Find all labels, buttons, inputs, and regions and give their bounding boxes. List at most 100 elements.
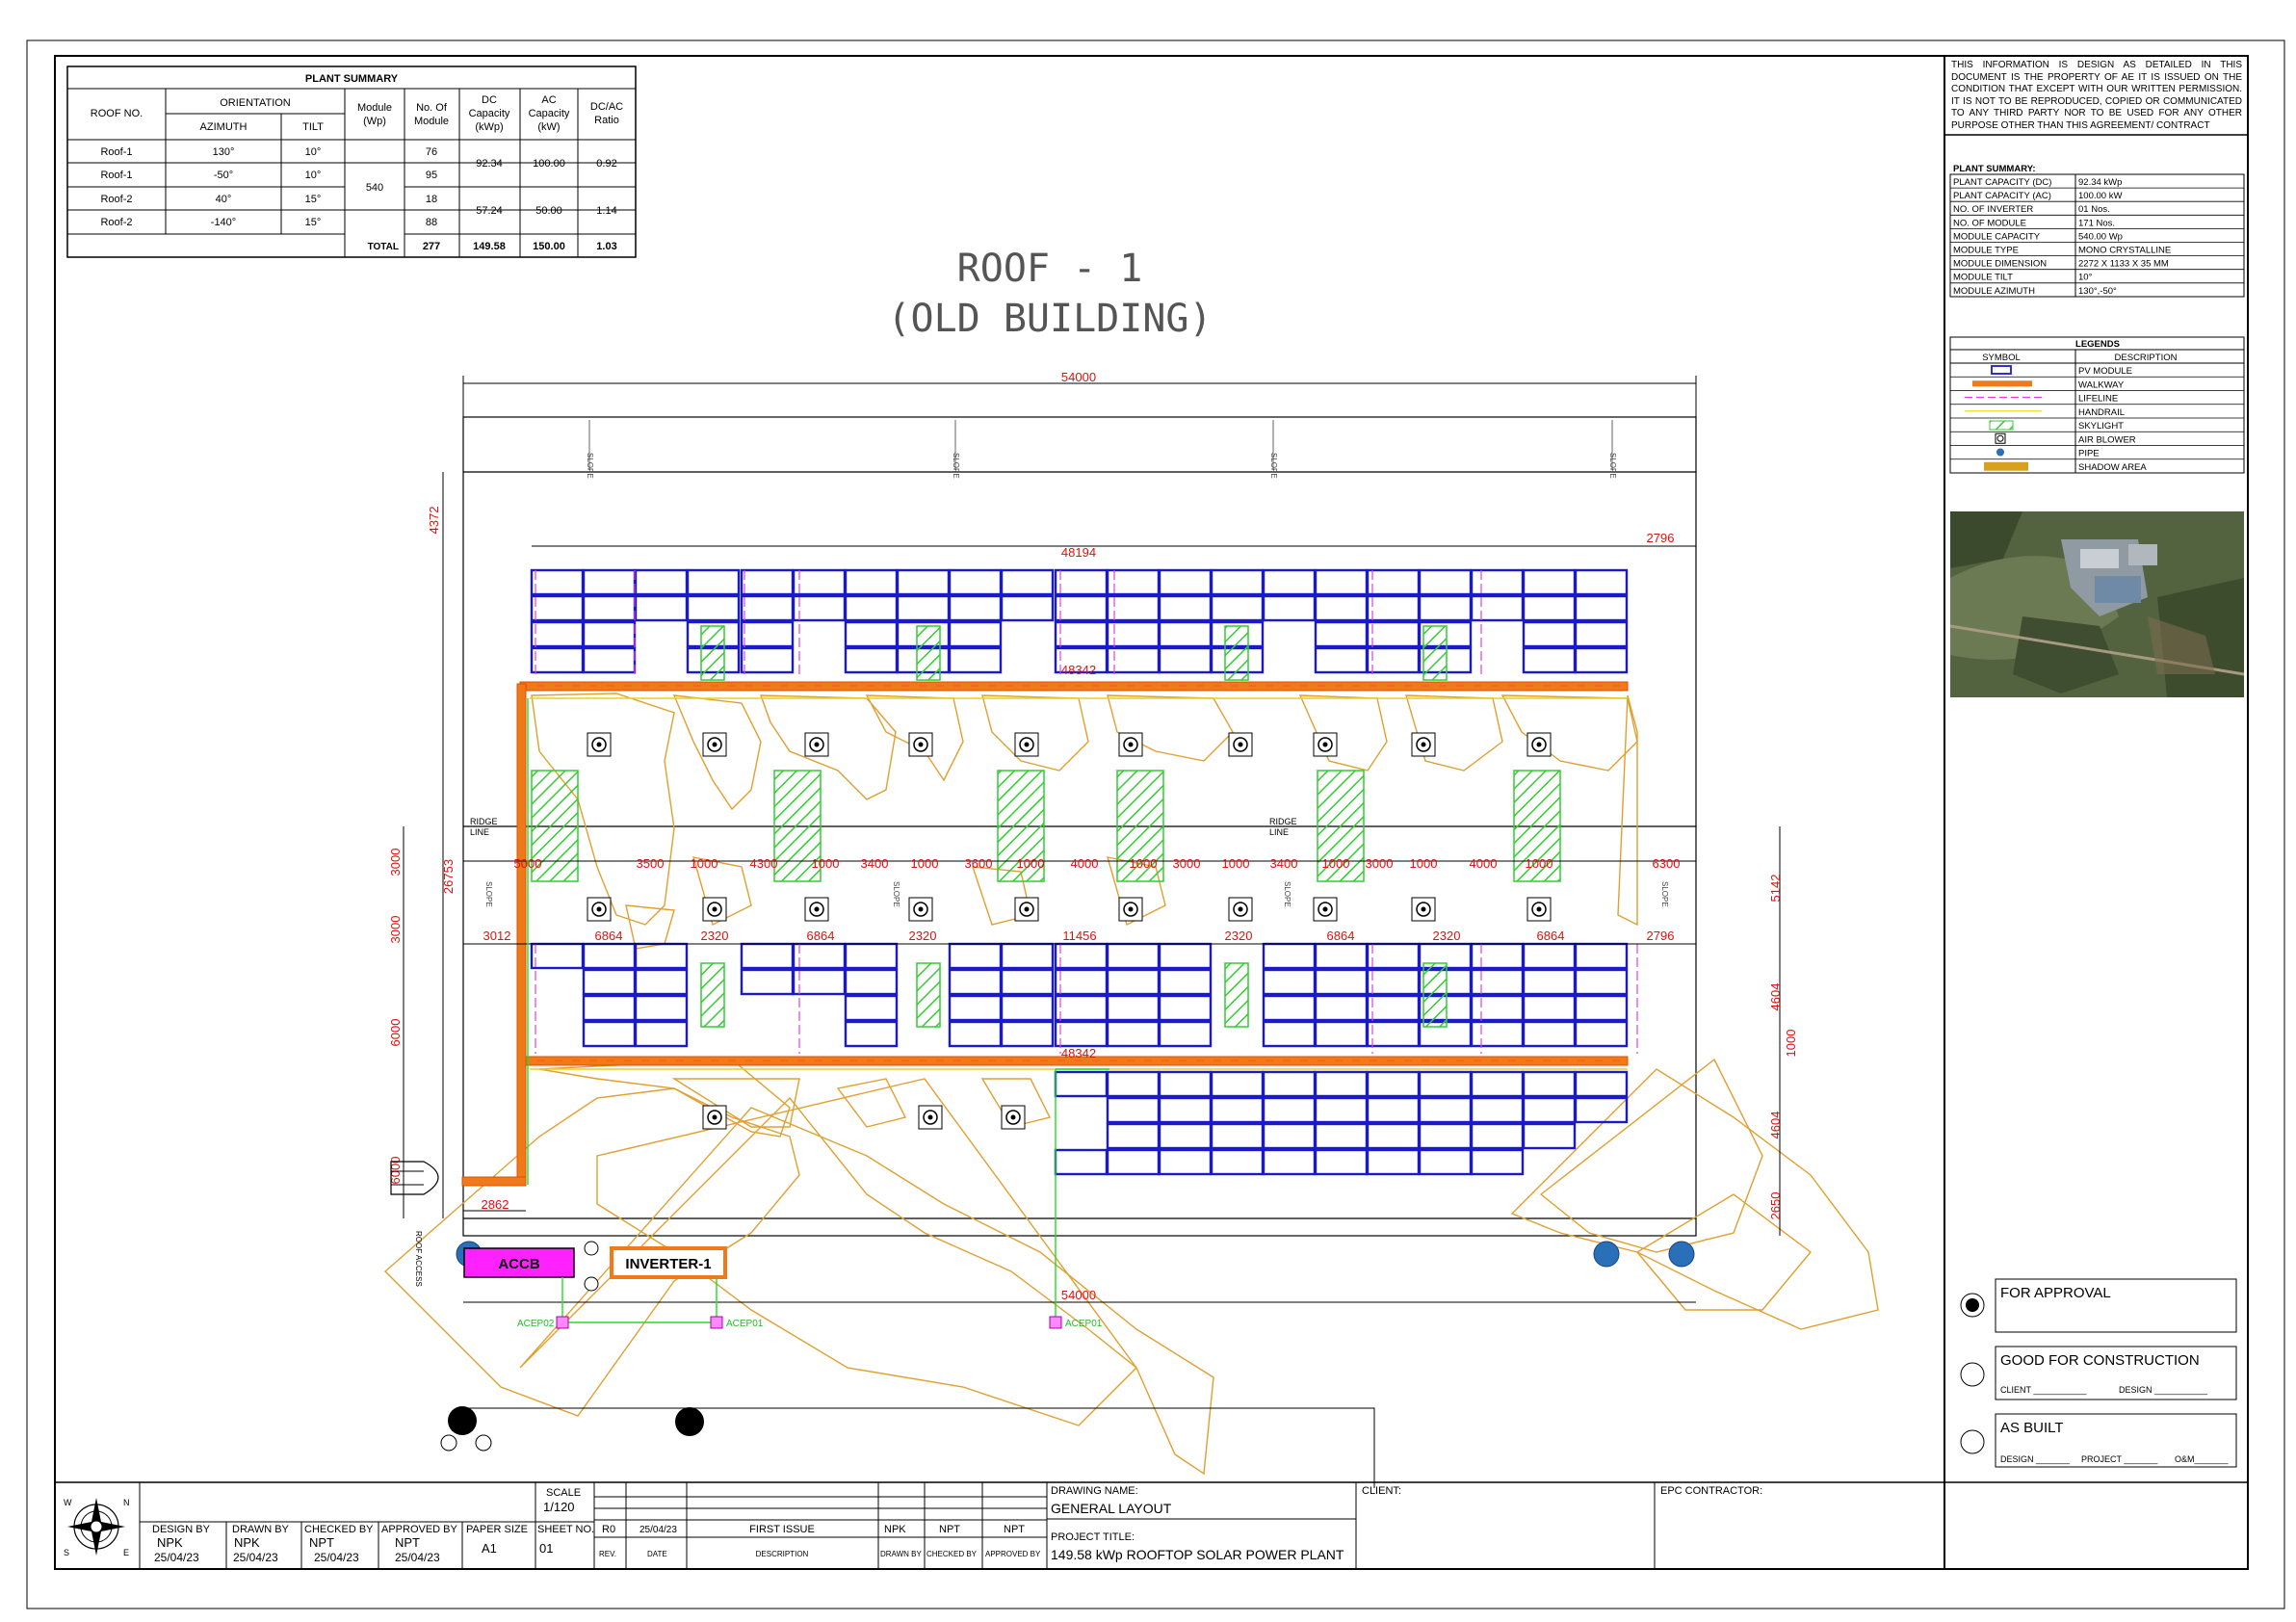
title-block: DESIGN BY NPK 25/04/23 DRAWN BY NPK 25/0… bbox=[55, 1481, 2248, 1569]
earth-pit-marker bbox=[710, 1316, 723, 1329]
design-by-label: DESIGN BY bbox=[152, 1524, 211, 1535]
site-satellite-image bbox=[1949, 511, 2245, 697]
approved-date: 25/04/23 bbox=[395, 1551, 440, 1564]
skylight bbox=[1116, 770, 1164, 882]
paper-size-label: PAPER SIZE bbox=[466, 1524, 528, 1535]
pv-module bbox=[1158, 994, 1213, 1022]
pv-module bbox=[1314, 1148, 1369, 1176]
dim-mid-5: 3400 bbox=[861, 856, 889, 871]
inverter-label: INVERTER-1 bbox=[625, 1256, 711, 1272]
pv-module bbox=[1054, 594, 1109, 622]
pv-module bbox=[740, 968, 795, 996]
as-built-radio[interactable] bbox=[1960, 1429, 1985, 1454]
drawn-by: NPK bbox=[234, 1535, 260, 1550]
pv-module bbox=[1314, 620, 1369, 648]
dim-low-7: 6864 bbox=[1327, 929, 1355, 943]
pv-module bbox=[1522, 620, 1577, 648]
pv-module bbox=[1262, 1096, 1317, 1124]
drawing-title-line1: ROOF - 1 bbox=[957, 247, 1143, 291]
pv-module bbox=[1210, 568, 1265, 596]
good-for-construction-radio[interactable] bbox=[1960, 1362, 1985, 1387]
pv-module bbox=[1000, 568, 1055, 596]
legend-symbol-6 bbox=[1996, 448, 2004, 457]
row1-roof: Roof-1 bbox=[100, 146, 132, 158]
pv-module bbox=[1314, 568, 1369, 596]
skylight bbox=[916, 625, 941, 681]
scale: 1/120 bbox=[543, 1500, 575, 1514]
earth-pit-marker bbox=[556, 1316, 569, 1329]
pv-module bbox=[740, 942, 795, 970]
pv-module bbox=[1366, 1020, 1421, 1048]
dim-low-6: 2320 bbox=[1225, 929, 1253, 943]
gfc-design: DESIGN ___________ bbox=[2119, 1385, 2208, 1395]
pv-module bbox=[1106, 942, 1161, 970]
as-built-label: AS BUILT bbox=[2000, 1420, 2064, 1436]
dim-low-1: 6864 bbox=[595, 929, 623, 943]
pv-module bbox=[582, 620, 637, 648]
project-title: 149.58 kWp ROOFTOP SOLAR POWER PLANT bbox=[1051, 1547, 1344, 1562]
pv-module bbox=[1314, 968, 1369, 996]
pv-module bbox=[686, 594, 741, 622]
drawing-title-line2: (OLD BUILDING) bbox=[887, 297, 1212, 341]
pv-module bbox=[1262, 994, 1317, 1022]
pv-module bbox=[1418, 1148, 1473, 1176]
legend-label-7: SHADOW AREA bbox=[2078, 462, 2147, 473]
side-summary-key-4: MODULE CAPACITY bbox=[1953, 231, 2041, 242]
rev-col-label: REV. bbox=[599, 1550, 616, 1558]
skylight bbox=[1422, 625, 1448, 681]
approved-by-col: APPROVED BY bbox=[985, 1550, 1041, 1558]
ratio-header-2: Ratio bbox=[594, 115, 619, 126]
dim-2862: 2862 bbox=[482, 1197, 509, 1212]
dim-mid-19: 6300 bbox=[1653, 856, 1681, 871]
array-dimensions: 48194 2796 bbox=[532, 531, 1696, 560]
approved-by: NPT bbox=[395, 1535, 420, 1550]
roof-outline bbox=[462, 416, 1697, 1237]
dim-mid-15: 3000 bbox=[1366, 856, 1394, 871]
pv-module bbox=[1574, 646, 1629, 674]
legend-symbol-4 bbox=[1989, 420, 2014, 431]
date-col-label: DATE bbox=[647, 1550, 667, 1558]
compass-n: N bbox=[123, 1498, 130, 1507]
side-summary-value-2: 01 Nos. bbox=[2078, 204, 2110, 215]
legend-title: LEGENDS bbox=[2075, 339, 2120, 350]
legend-description-header: DESCRIPTION bbox=[2115, 353, 2178, 363]
side-summary-value-5: MONO CRYSTALLINE bbox=[2078, 246, 2171, 256]
dc-header-1: DC bbox=[482, 94, 497, 106]
pv-module bbox=[1106, 968, 1161, 996]
dim-low-8: 2320 bbox=[1433, 929, 1461, 943]
pv-module bbox=[948, 994, 1003, 1022]
pv-module bbox=[1470, 568, 1525, 596]
rev-drawn: NPK bbox=[884, 1524, 906, 1535]
pv-module bbox=[1522, 1020, 1577, 1048]
pv-module bbox=[1418, 1096, 1473, 1124]
pv-module bbox=[740, 594, 795, 622]
air-blower-icon bbox=[908, 897, 933, 922]
pv-module bbox=[634, 568, 689, 596]
drawing-name: GENERAL LAYOUT bbox=[1051, 1501, 1172, 1516]
pv-module bbox=[1314, 646, 1369, 674]
skylight bbox=[1224, 625, 1249, 681]
dc-header-3: (kWp) bbox=[475, 121, 503, 133]
dim-mid-10: 1000 bbox=[1130, 856, 1158, 871]
row4-modules: 88 bbox=[426, 217, 437, 228]
pv-module bbox=[948, 1020, 1003, 1048]
skylight bbox=[1224, 962, 1249, 1028]
pv-module bbox=[1574, 942, 1629, 970]
skylight bbox=[1422, 962, 1448, 1028]
roof2-ac: 50.00 bbox=[535, 205, 562, 217]
drawing-name-label: DRAWING NAME: bbox=[1051, 1485, 1138, 1497]
pv-module bbox=[1574, 1070, 1629, 1098]
ac-header-2: Capacity bbox=[529, 108, 570, 119]
pv-module bbox=[1262, 1122, 1317, 1150]
dim-1000-right: 1000 bbox=[1784, 1030, 1798, 1058]
rev-description: FIRST ISSUE bbox=[749, 1524, 815, 1535]
legend-symbol-1 bbox=[1972, 380, 2032, 387]
pv-module bbox=[1262, 1020, 1317, 1048]
acep02-label: ACEP02 bbox=[517, 1319, 555, 1329]
pv-module bbox=[1106, 620, 1161, 648]
total-ratio: 1.03 bbox=[596, 241, 616, 252]
pv-module bbox=[1366, 594, 1421, 622]
row2-tilt: 10° bbox=[305, 170, 322, 181]
earth-pits: ACEP02 ACEP01 ACEP01 bbox=[517, 1316, 1103, 1329]
